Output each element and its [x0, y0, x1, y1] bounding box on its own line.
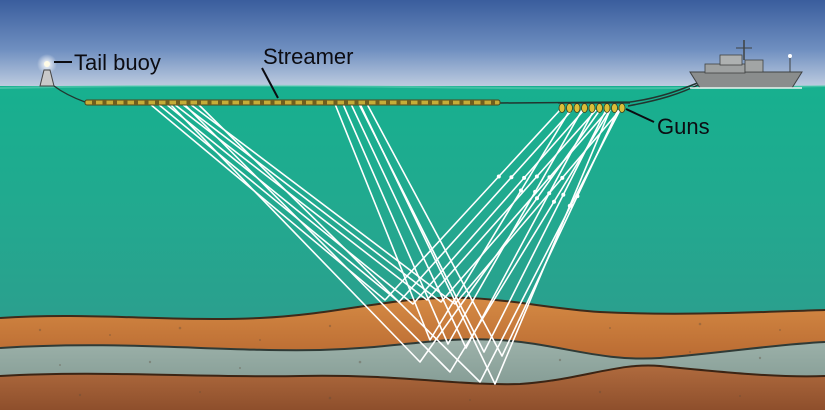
air-gun — [581, 103, 588, 113]
tail-buoy-label: Tail buoy — [74, 50, 161, 75]
seismic-ray — [359, 103, 611, 385]
guns-label: Guns — [657, 114, 710, 139]
air-gun — [566, 103, 573, 113]
ray-marker — [552, 199, 556, 204]
streamer-segment — [281, 100, 285, 105]
seismic-ray — [173, 103, 597, 301]
ray-marker — [522, 175, 527, 180]
seismic-ray — [169, 103, 601, 363]
streamer-segment — [249, 100, 254, 105]
sediment-top-edge — [0, 296, 825, 320]
streamer-segment — [207, 100, 212, 105]
streamer-segment — [165, 100, 170, 105]
streamer-segment — [134, 100, 138, 105]
air-gun — [573, 103, 581, 113]
brown-rock-top-edge — [0, 364, 825, 386]
air-gun — [596, 103, 603, 113]
streamer-segment — [449, 100, 453, 105]
streamer-segment — [291, 100, 296, 105]
streamer-segment — [459, 100, 464, 105]
streamer-segment — [386, 100, 390, 105]
streamer-segment — [480, 100, 485, 105]
seismic-ray — [342, 103, 583, 345]
seismic-ray — [366, 103, 619, 357]
streamer-segment — [428, 100, 432, 105]
streamer-label: Streamer — [263, 44, 353, 69]
seismic-ray — [165, 103, 585, 305]
streamer-segment — [344, 100, 348, 105]
air-gun — [558, 103, 566, 113]
streamer-segment — [270, 100, 275, 105]
air-gun-array-icon — [558, 102, 630, 113]
streamer-segment — [354, 100, 359, 105]
streamer-segment — [407, 100, 411, 105]
seismic-ray — [181, 103, 609, 303]
streamer-segment — [144, 100, 149, 105]
streamer-segment — [365, 100, 369, 105]
seismic-ray — [350, 103, 595, 349]
streamer-segment — [417, 100, 422, 105]
streamer-segment — [155, 100, 159, 105]
ship-icon — [689, 40, 803, 89]
streamer-segment — [302, 100, 306, 105]
guns-leader — [625, 108, 655, 123]
seismic-ray-paths — [149, 103, 621, 385]
gun-tow-cable — [627, 83, 701, 107]
sky — [0, 0, 825, 90]
streamer-segment — [375, 100, 380, 105]
streamer-segment — [92, 100, 96, 105]
tow-cable — [499, 81, 701, 104]
air-gun — [603, 103, 611, 113]
air-gun — [618, 103, 626, 113]
ray-marker — [567, 203, 572, 208]
ray-marker — [519, 188, 523, 193]
streamer — [84, 99, 501, 106]
grey-rock-top-edge — [0, 338, 825, 360]
streamer-leader — [261, 67, 279, 99]
air-gun — [588, 103, 596, 113]
streamer-segment — [260, 100, 264, 105]
streamer-segment — [438, 100, 443, 105]
ray-marker — [535, 196, 539, 201]
seismic-ray — [197, 103, 621, 383]
ray-marker — [496, 174, 501, 179]
seismic-ray — [149, 103, 561, 301]
streamer-segment — [123, 100, 128, 105]
air-gun — [611, 103, 618, 113]
buoy-icon — [37, 54, 86, 103]
streamer-segment — [186, 100, 191, 105]
streamer-segment — [333, 100, 338, 105]
streamer-segment — [197, 100, 201, 105]
seismic-ray — [189, 103, 621, 305]
streamer-segment — [218, 100, 222, 105]
streamer-segment — [113, 100, 117, 105]
streamer-segment — [176, 100, 180, 105]
ray-marker — [533, 189, 538, 194]
streamer-segment — [312, 100, 317, 105]
streamer-segment — [228, 100, 233, 105]
streamer-segments — [92, 100, 495, 105]
ray-marker — [560, 175, 565, 180]
streamer-segment — [102, 100, 107, 105]
seismic-ray — [183, 103, 611, 373]
streamer-segment — [491, 100, 495, 105]
ray-marker — [534, 174, 539, 179]
seismic-ray — [334, 103, 571, 341]
ray-marker — [547, 191, 552, 196]
streamer-segment — [470, 100, 474, 105]
ray-marker — [509, 175, 514, 180]
streamer-segment — [239, 100, 243, 105]
ray-marker — [561, 192, 566, 197]
streamer-segment — [323, 100, 327, 105]
streamer-segment — [396, 100, 401, 105]
